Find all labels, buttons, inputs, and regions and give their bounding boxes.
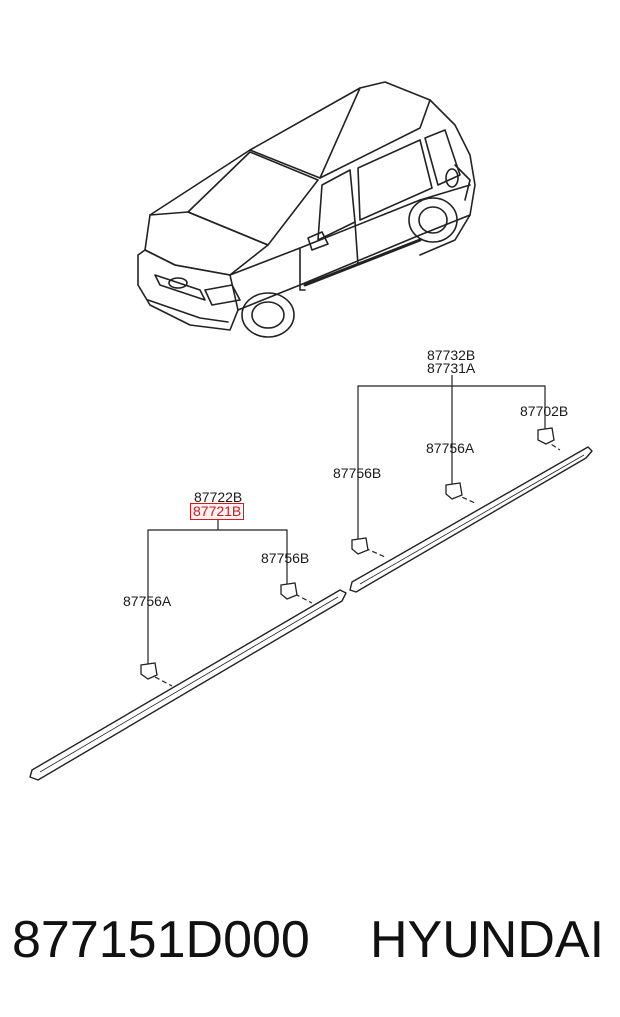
callout-87702b: 87702B <box>520 403 569 419</box>
vehicle-illustration <box>137 81 476 338</box>
brand-name: HYUNDAI <box>370 911 605 969</box>
callout-87756a-right: 87756A <box>426 440 475 456</box>
clip-87702b <box>537 427 555 445</box>
part-number: 877151D000 <box>12 911 310 969</box>
callout-87722b: 87722B <box>194 489 243 505</box>
exploded-parts-diagram <box>29 81 593 781</box>
leader-lines <box>147 375 561 687</box>
callout-87756a-left: 87756A <box>123 593 172 609</box>
callout-87731a: 87731A <box>427 360 476 376</box>
callout-87732b: 87732B <box>427 347 476 363</box>
callout-87756b-left: 87756B <box>261 550 310 566</box>
door-moldings <box>29 446 593 781</box>
callout-87721b-highlighted[interactable]: 87721B <box>190 503 245 520</box>
retainer-clips <box>140 427 555 680</box>
rear-door-molding <box>349 446 593 593</box>
footer-caption: 877151D000 HYUNDAI <box>0 900 620 990</box>
clip-87756b-right <box>351 537 369 555</box>
callout-87756b-right: 87756B <box>333 465 382 481</box>
clip-87756b-left <box>280 582 298 600</box>
clip-87756a-left <box>140 662 158 680</box>
clip-87756a-right <box>445 482 463 500</box>
